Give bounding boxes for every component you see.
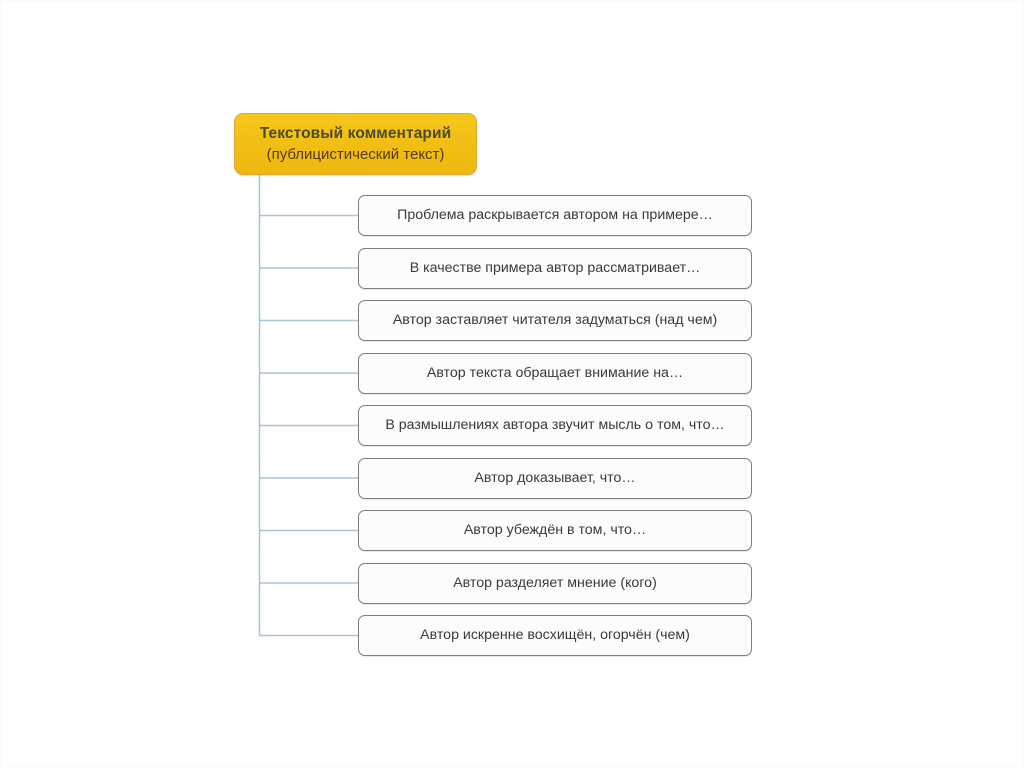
list-item[interactable]: Автор убеждён в том, что… xyxy=(358,510,752,551)
list-item-label: В размышлениях автора звучит мысль о том… xyxy=(385,417,725,434)
list-item-label: Автор текста обращает внимание на… xyxy=(426,364,684,381)
root-title-line1: Текстовый комментарий xyxy=(259,124,452,142)
list-item-label: Автор искренне восхищён, огорчён (чем) xyxy=(420,627,690,644)
list-item[interactable]: В размышлениях автора звучит мысль о том… xyxy=(358,405,752,446)
list-item[interactable]: Автор разделяет мнение (кого) xyxy=(358,562,752,604)
list-item[interactable]: Автор текста обращает внимание на… xyxy=(358,352,752,394)
root-title-line2: (публицистический текст) xyxy=(266,145,445,163)
list-item-label: Автор доказывает, что… xyxy=(474,469,636,486)
list-item[interactable]: Автор доказывает, что… xyxy=(358,457,752,499)
list-item[interactable]: Автор искренне восхищён, огорчён (чем) xyxy=(358,615,752,656)
list-item[interactable]: В качестве примера автор рассматривает… xyxy=(358,247,752,289)
list-item[interactable]: Автор заставляет читателя задуматься (на… xyxy=(358,300,752,341)
list-item-label: Автор заставляет читателя задуматься (на… xyxy=(392,312,718,329)
list-item-label: Автор убеждён в том, что… xyxy=(463,522,647,539)
list-item-label: Автор разделяет мнение (кого) xyxy=(453,574,657,591)
list-item[interactable]: Проблема раскрывается автором на примере… xyxy=(358,195,752,236)
list-item-label: Проблема раскрывается автором на примере… xyxy=(397,207,713,224)
list-item-label: В качестве примера автор рассматривает… xyxy=(409,259,701,276)
root-node[interactable]: Текстовый комментарий (публицистический … xyxy=(234,113,477,175)
